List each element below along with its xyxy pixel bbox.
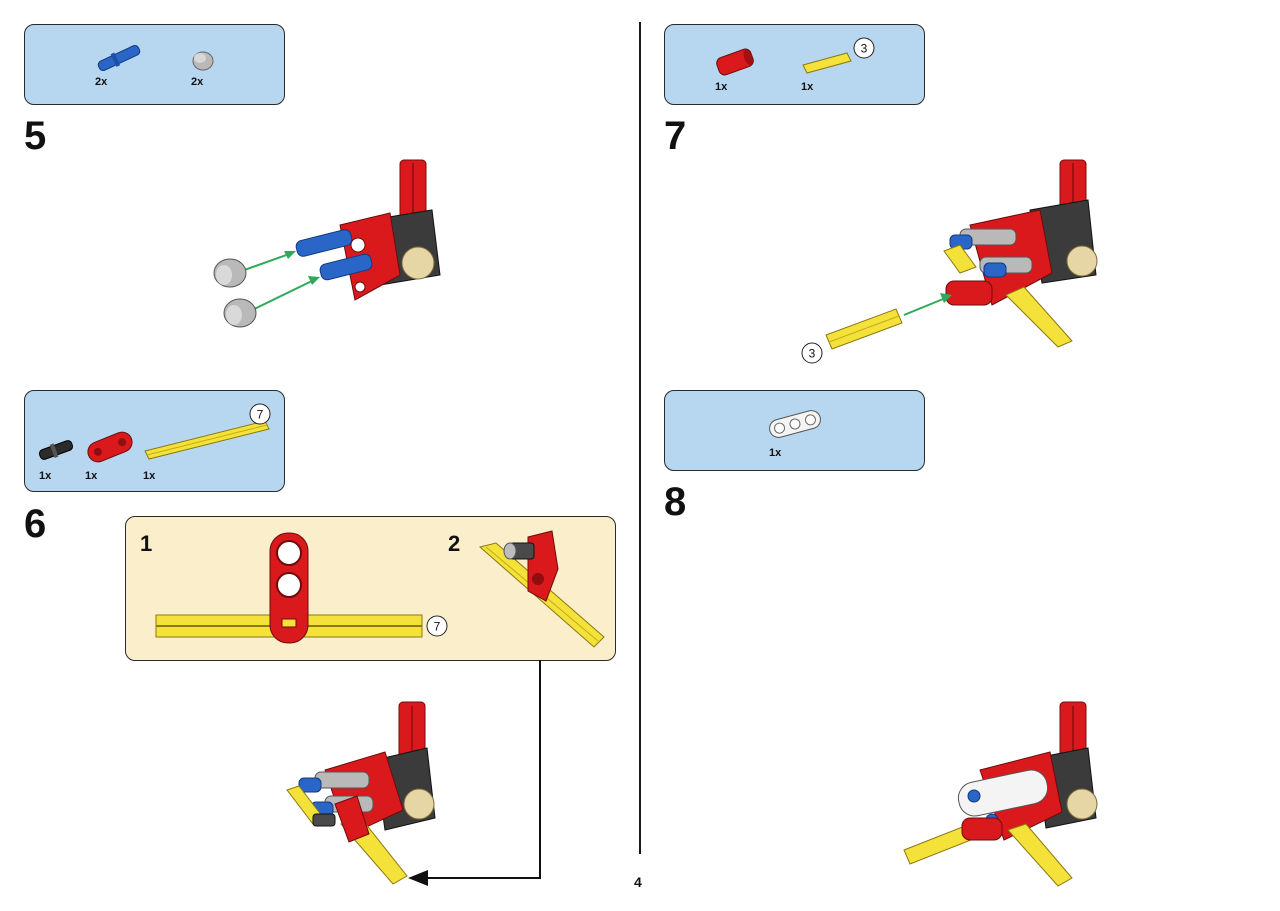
step-number-6: 6 xyxy=(24,502,47,546)
part-qty: 1x xyxy=(143,470,156,482)
blue-axle-pin-icon xyxy=(97,44,141,72)
black-pin-icon xyxy=(38,440,74,460)
axle-length-callout: 7 xyxy=(426,615,448,637)
part-qty: 1x xyxy=(39,470,52,482)
white-beam-icon xyxy=(769,410,821,438)
parts-box-step-8: 1x xyxy=(664,390,925,471)
gray-bush-icon xyxy=(192,51,214,71)
part-qty: 1x xyxy=(85,470,98,482)
parts-box-step-7: 1x 1x 3 xyxy=(664,24,925,105)
axle-length-text: 3 xyxy=(809,347,816,361)
sub-step-number-2: 2 xyxy=(448,531,461,556)
sub-step-1-illustration xyxy=(155,532,423,644)
red-liftarm-icon xyxy=(87,431,133,463)
page-divider xyxy=(639,22,641,854)
sub-step-number-1: 1 xyxy=(140,531,153,556)
step-number-8: 8 xyxy=(664,480,687,524)
yellow-axle-icon xyxy=(144,420,270,460)
parts-box-step-5: 2x 2x xyxy=(24,24,285,105)
parts-box-step-6: 1x 1x 1x 7 xyxy=(24,390,285,492)
page-number: 4 xyxy=(634,874,642,890)
axle-length-text: 3 xyxy=(861,42,868,56)
part-qty: 1x xyxy=(715,81,728,93)
step-8-assembly-illustration xyxy=(903,701,1098,887)
axle-length-callout: 3 xyxy=(853,37,875,59)
step-7-assembly-illustration xyxy=(825,159,1098,350)
callout-arrow xyxy=(408,660,541,886)
step-5-assembly-illustration xyxy=(213,159,441,328)
yellow-axle-icon xyxy=(802,52,852,74)
sub-assembly-box: 1 2 7 xyxy=(125,516,616,661)
part-qty: 1x xyxy=(769,447,782,459)
axle-length-callout: 3 xyxy=(801,342,823,364)
part-qty: 2x xyxy=(191,76,204,88)
step-6-assembly-illustration xyxy=(286,701,436,885)
part-qty: 2x xyxy=(95,76,108,88)
sub-step-2-illustration xyxy=(478,530,605,648)
step-number-7: 7 xyxy=(664,114,687,158)
red-connector-icon xyxy=(716,48,754,76)
axle-length-callout: 7 xyxy=(249,403,271,425)
axle-length-text: 7 xyxy=(257,408,264,422)
part-qty: 1x xyxy=(801,81,814,93)
axle-length-text: 7 xyxy=(434,620,441,634)
step-number-5: 5 xyxy=(24,114,47,158)
